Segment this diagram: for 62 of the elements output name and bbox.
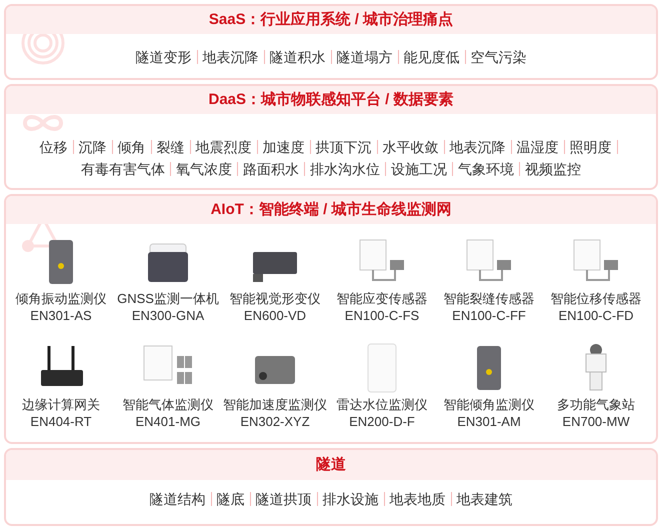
layer-panel xyxy=(4,4,658,80)
layer-panel xyxy=(4,194,658,444)
model-number: EN401-MG xyxy=(134,414,202,429)
device-name: 智能应变传感器 xyxy=(336,290,428,308)
item-label: 拱顶下沉 xyxy=(316,139,372,155)
device-name: 雷达水位监测仪 xyxy=(336,396,428,414)
layer-panel xyxy=(4,84,658,190)
item-label: 温湿度 xyxy=(516,139,558,155)
item-label: 照明度 xyxy=(570,139,612,155)
item-label: 隧道拱顶 xyxy=(256,491,312,507)
item-label: 隧道积水 xyxy=(270,49,326,65)
model-number: EN700-MW xyxy=(561,414,631,429)
item-label: 有毒有害气体 xyxy=(81,161,165,177)
device-name: 边缘计算网关 xyxy=(21,396,101,414)
item-label: 能见度低 xyxy=(404,49,460,65)
item-label: 水平收敛 xyxy=(382,139,438,155)
device-name: 多功能气象站 xyxy=(556,396,636,414)
device-name: GNSS监测一体机 xyxy=(116,290,220,308)
model-number: EN302-XYZ xyxy=(239,414,311,429)
item-label: 位移 xyxy=(40,139,68,155)
model-number: EN301-AM xyxy=(456,414,522,429)
layer-panel xyxy=(4,448,658,526)
item-label: 隧道塌方 xyxy=(336,49,392,65)
model-number: EN200-D-F xyxy=(348,414,416,429)
device-name: 智能加速度监测仪 xyxy=(222,396,328,414)
item-label: 地表沉降 xyxy=(450,139,506,155)
model-number: EN100-C-FF xyxy=(451,308,527,323)
item-label: 地表建筑 xyxy=(456,491,512,507)
model-number: EN600-VD xyxy=(242,308,308,323)
device-name: 智能视觉形变仪 xyxy=(228,290,322,308)
item-label: 倾角 xyxy=(118,139,146,155)
layer-heading: DaaS：城市物联感知平台 / 数据要素 xyxy=(6,86,656,114)
model-number: EN100-C-FS xyxy=(344,308,420,323)
item-label: 隧道变形 xyxy=(136,49,192,65)
item-label: 设施工况 xyxy=(391,161,447,177)
device-name: 智能裂缝传感器 xyxy=(442,290,536,308)
item-label: 加速度 xyxy=(262,139,304,155)
item-label: 隧底 xyxy=(216,491,244,507)
layer-heading: 隧道 xyxy=(6,450,656,480)
layer-heading: SaaS：行业应用系统 / 城市治理痛点 xyxy=(6,6,656,34)
model-number: EN404-RT xyxy=(29,414,93,429)
item-label: 地震烈度 xyxy=(196,139,252,155)
model-number: EN300-GNA xyxy=(130,308,206,323)
model-number: EN100-C-FD xyxy=(557,308,635,323)
item-label: 隧道结构 xyxy=(150,491,206,507)
item-label: 地表沉降 xyxy=(202,49,258,65)
item-label: 氧气浓度 xyxy=(176,161,232,177)
device-name: 倾角振动监测仪 xyxy=(14,290,108,308)
item-label: 视频监控 xyxy=(525,161,581,177)
item-label: 沉降 xyxy=(78,139,106,155)
layer-heading: AIoT：智能终端 / 城市生命线监测网 xyxy=(6,196,656,224)
item-label: 路面积水 xyxy=(243,161,299,177)
device-name: 智能气体监测仪 xyxy=(122,396,214,414)
item-label: 排水沟水位 xyxy=(310,161,380,177)
device-name: 智能倾角监测仪 xyxy=(442,396,536,414)
device-name: 智能位移传感器 xyxy=(550,290,642,308)
item-label: 地表地质 xyxy=(390,491,446,507)
item-label: 排水设施 xyxy=(322,491,378,507)
item-label: 裂缝 xyxy=(156,139,184,155)
item-label: 空气污染 xyxy=(470,49,526,65)
item-label: 气象环境 xyxy=(458,161,514,177)
model-number: EN301-AS xyxy=(29,308,93,323)
